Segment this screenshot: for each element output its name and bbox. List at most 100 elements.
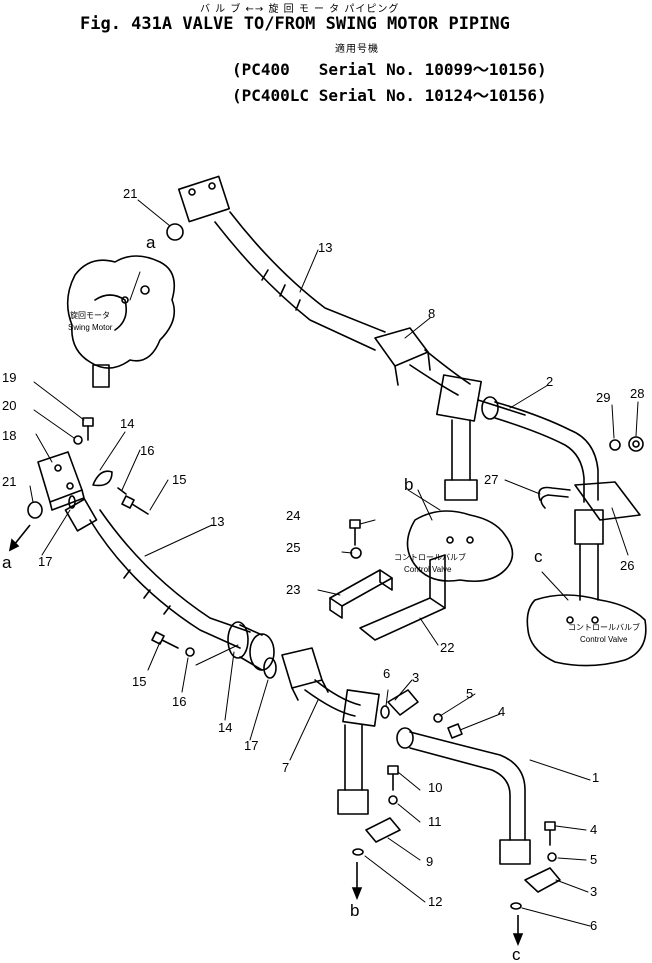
bolt-4-upper xyxy=(447,723,463,739)
label-25: 25 xyxy=(286,540,300,555)
label-15-upper: 15 xyxy=(172,472,186,487)
hose-27 xyxy=(538,486,571,509)
label-16-upper: 16 xyxy=(140,443,154,458)
label-14-upper: 14 xyxy=(120,416,134,431)
label-3-upper: 3 xyxy=(412,670,419,685)
washer-29 xyxy=(609,439,621,451)
title-japanese: バ ル ブ ←→ 旋 回 モ ー タ パイピング xyxy=(200,4,400,15)
label-9: 9 xyxy=(426,854,433,869)
o-ring-21-upper xyxy=(166,223,184,241)
o-ring-21-lower xyxy=(27,501,43,519)
label-5-lower: 5 xyxy=(590,852,597,867)
pipe-elbow-upper xyxy=(436,374,526,501)
applicable-models-label: 適用号機 xyxy=(335,44,379,55)
label-22: 22 xyxy=(440,640,454,655)
bracket-23 xyxy=(329,569,393,619)
arrow-c xyxy=(512,915,524,947)
label-27: 27 xyxy=(484,472,498,487)
clamp-9 xyxy=(365,817,401,843)
ref-c-arrow: c xyxy=(512,945,521,963)
label-2: 2 xyxy=(546,374,553,389)
washer-6-upper xyxy=(380,705,390,719)
ref-a-motor: a xyxy=(146,233,156,252)
flange-14 xyxy=(227,621,275,671)
block-18 xyxy=(37,451,85,511)
label-24: 24 xyxy=(286,508,300,523)
label-1: 1 xyxy=(592,770,599,785)
label-3-lower: 3 xyxy=(590,884,597,899)
label-17-upper: 17 xyxy=(38,554,52,569)
leader-lines xyxy=(29,199,639,927)
clip-14-upper xyxy=(92,470,113,487)
label-19: 19 xyxy=(2,370,16,385)
control-valve-c xyxy=(526,594,647,667)
control-valve-c-label: Control Valve xyxy=(580,635,628,644)
label-14-lower: 14 xyxy=(218,720,232,735)
control-valve-b-label: Control Valve xyxy=(404,565,452,574)
hose-13-lower xyxy=(64,498,251,649)
control-valve-b xyxy=(406,510,514,583)
o-ring-17-upper xyxy=(68,495,76,509)
label-21-upper: 21 xyxy=(123,186,137,201)
label-15-lower: 15 xyxy=(132,674,146,689)
washer-20 xyxy=(73,435,83,445)
figure-title: Fig. 431A VALVE TO/FROM SWING MOTOR PIPI… xyxy=(80,14,510,34)
bracket-26 xyxy=(574,481,641,601)
washer-5-lower xyxy=(547,852,557,862)
label-12: 12 xyxy=(428,894,442,909)
label-11: 11 xyxy=(428,814,442,829)
nut-28 xyxy=(628,436,644,452)
washer-16-lower xyxy=(185,647,195,657)
label-29: 29 xyxy=(596,390,610,405)
label-17-lower: 17 xyxy=(244,738,258,753)
pipe-elbow-lower xyxy=(337,689,380,815)
label-18: 18 xyxy=(2,428,16,443)
ref-a-arrow: a xyxy=(2,553,12,572)
bolt-16-upper xyxy=(117,487,127,495)
label-4-upper: 4 xyxy=(498,704,505,719)
label-26: 26 xyxy=(620,558,634,573)
o-ring-17-lower xyxy=(263,657,277,679)
label-6-lower: 6 xyxy=(590,918,597,933)
ref-b-valve: b xyxy=(404,475,413,494)
washer-11 xyxy=(388,795,398,805)
label-7: 7 xyxy=(282,760,289,775)
label-23: 23 xyxy=(286,582,300,597)
bolt-15-lower xyxy=(151,631,179,649)
swing-motor xyxy=(66,255,176,388)
pipe-1 xyxy=(396,727,531,865)
bolt-15-upper xyxy=(121,495,149,515)
block-8 xyxy=(374,327,471,396)
o-ring-6-lower xyxy=(510,902,522,910)
label-10: 10 xyxy=(428,780,442,795)
label-20: 20 xyxy=(2,398,16,413)
hose-13-upper xyxy=(177,175,386,351)
serial-range-pc400: (PC400 Serial No. 10099～10156) xyxy=(232,60,547,79)
label-21-lower: 21 xyxy=(2,474,16,489)
label-8: 8 xyxy=(428,306,435,321)
arrow-b xyxy=(351,862,363,901)
ref-c-valve: c xyxy=(534,547,543,566)
control-valve-c-label-jp: コントロールバルブ xyxy=(568,622,640,632)
label-13-upper: 13 xyxy=(318,240,332,255)
bolt-24 xyxy=(349,519,361,546)
bracket-22 xyxy=(359,554,446,641)
clamp-3-upper xyxy=(387,689,419,716)
ref-b-arrow: b xyxy=(350,901,359,920)
clamp-3-lower xyxy=(524,867,561,893)
label-16-lower: 16 xyxy=(172,694,186,709)
bolt-10 xyxy=(387,765,399,791)
serial-range-pc400lc: (PC400LC Serial No. 10124～10156) xyxy=(232,86,547,105)
block-7 xyxy=(281,647,361,717)
swing-motor-label-jp: 旋回モータ xyxy=(70,310,110,320)
bolt-19 xyxy=(82,417,94,441)
label-5-upper: 5 xyxy=(466,686,473,701)
control-valve-b-label-jp: コントロールバルブ xyxy=(394,552,466,562)
washer-5-upper xyxy=(433,713,443,723)
label-13-lower: 13 xyxy=(210,514,224,529)
arrow-a xyxy=(8,524,31,552)
label-28: 28 xyxy=(630,386,644,401)
pipe-2 xyxy=(494,401,599,503)
o-ring-12 xyxy=(352,848,364,856)
